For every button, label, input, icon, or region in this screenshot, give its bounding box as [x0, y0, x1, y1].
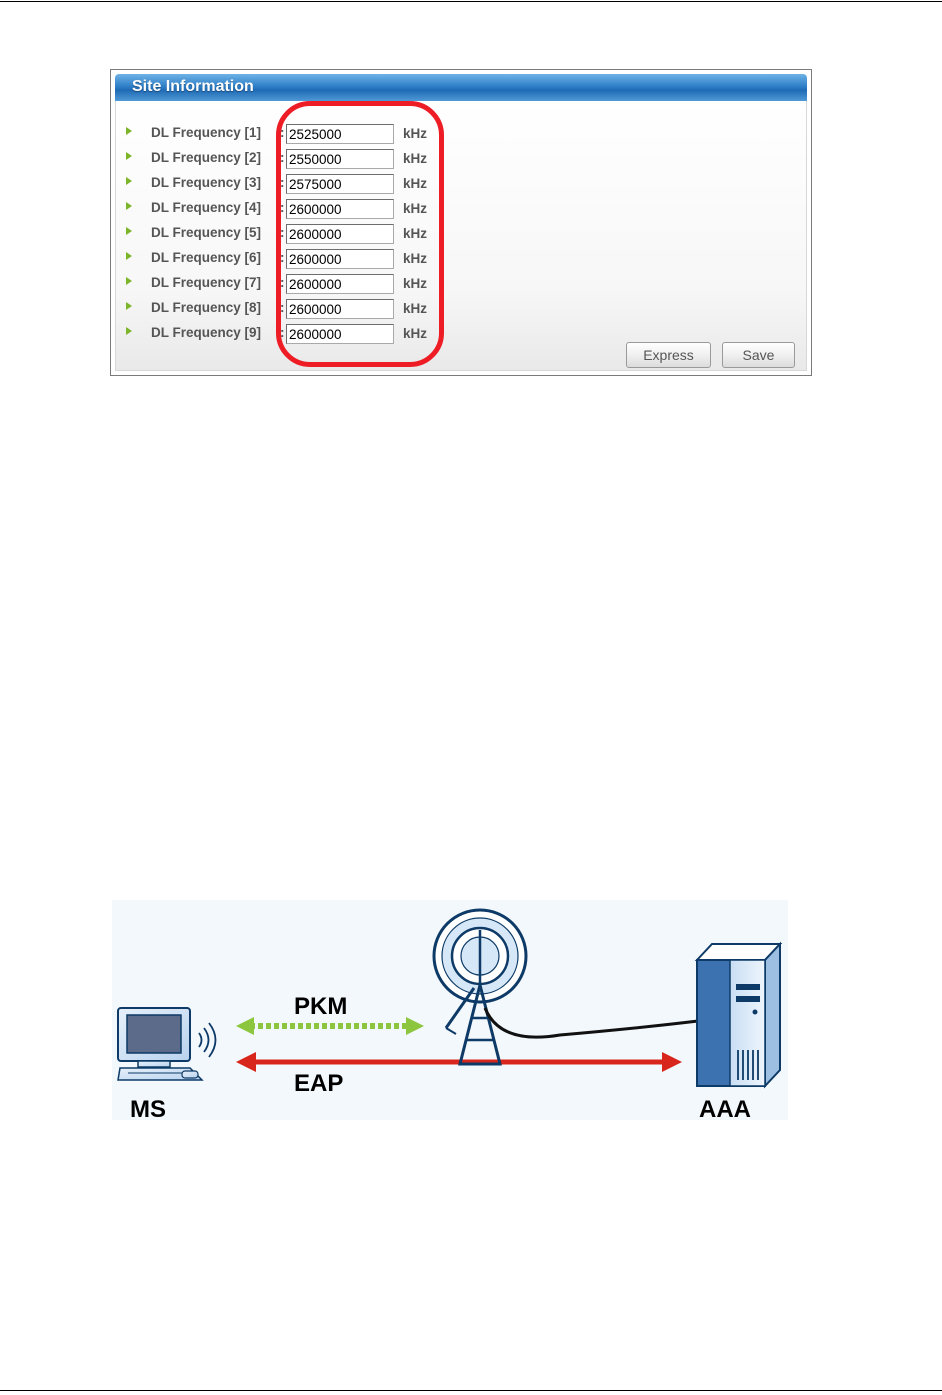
server-icon: [697, 944, 780, 1086]
eap-label: EAP: [294, 1070, 343, 1098]
ms-label: MS: [130, 1096, 166, 1124]
pkm-label: PKM: [294, 993, 347, 1021]
bottom-rule: [0, 1390, 942, 1391]
computer-icon: [118, 1008, 202, 1080]
aaa-label: AAA: [699, 1096, 751, 1124]
